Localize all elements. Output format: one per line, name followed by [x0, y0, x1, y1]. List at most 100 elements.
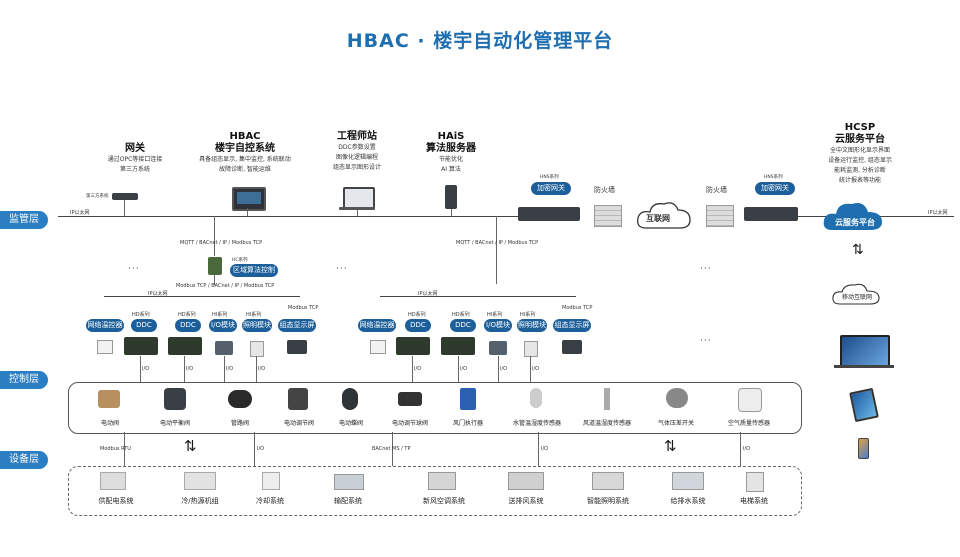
bus-line: [392, 432, 393, 466]
device-label: 水管温湿度传感器: [512, 420, 561, 427]
control-bus-left: [104, 296, 300, 297]
subsystem-label: 给排水系统: [670, 497, 706, 505]
io-label: I/O: [257, 446, 265, 452]
modbus-bacnet-label: Modbus TCP / BACnet / IP / Modbus TCP: [176, 283, 275, 289]
io-label: I/O: [460, 366, 468, 372]
modbus-rtu-label: Modbus RTU: [100, 446, 131, 452]
subsystem-label: 冷/热源机组: [181, 497, 219, 505]
water-system-icon: [672, 472, 704, 490]
display-screen-badge: 组态显示屏: [278, 319, 316, 332]
ip-ethernet-label: IP以太网: [928, 210, 948, 216]
bidirectional-arrow-icon: ⇅: [852, 242, 864, 258]
firewall-icon: [594, 205, 622, 227]
layer-tab-device: 设备层: [0, 451, 48, 469]
pump-icon: [334, 474, 364, 490]
system-desc-line: 全中文图形化显示界面: [829, 147, 890, 154]
ip-ethernet-label: IP以太网: [148, 291, 168, 297]
io-label: I/O: [532, 366, 540, 372]
device-label: 风门执行器: [452, 420, 483, 427]
device-label: 电动平衡阀: [159, 420, 190, 427]
protocol-label: MQTT / BACnet / IP / Modbus TCP: [180, 240, 263, 246]
controller-sub-label: HI系列: [487, 312, 503, 318]
ball-valve-icon: [398, 392, 422, 406]
ellipsis: ···: [700, 264, 712, 274]
device-label: 电动调节球阀: [391, 420, 428, 427]
server-icon: [445, 185, 457, 209]
system-desc-line: 具备组态显示, 集中监控, 系统联动: [199, 156, 291, 163]
controller-sub-label: HD系列: [452, 312, 470, 318]
field-device-frame: [68, 382, 802, 434]
laptop-icon: [840, 335, 890, 367]
system-title-2: 云服务平台: [835, 134, 885, 145]
ddc-badge: DDC: [405, 319, 431, 332]
system-hbac: HBAC 楼宇自控系统 具备组态显示, 集中监控, 系统联动 故障诊断, 智能运…: [195, 131, 295, 175]
balance-valve-icon: [164, 388, 186, 410]
hbac-link: [247, 208, 248, 216]
area-controller-badge: 区域算法控制器: [230, 264, 278, 287]
system-title-2: 楼宇自控系统: [215, 143, 275, 154]
cloud-platform-label: 云服务平台: [835, 218, 875, 227]
third-party-label: 第三方系统: [86, 194, 109, 199]
io-label: I/O: [258, 366, 266, 372]
bidirectional-arrow-icon: ⇅: [664, 437, 677, 455]
control-bus-right: [380, 296, 576, 297]
mobile-internet-label: 移动互联网: [841, 294, 872, 301]
ddc-controller-icon: [441, 337, 475, 355]
io-label: I/O: [500, 366, 508, 372]
laptop-base: [834, 365, 894, 368]
subsystem-label: 送排风系统: [508, 497, 544, 505]
io-module-badge: I/O模块: [484, 319, 512, 332]
io-line: [530, 356, 531, 382]
ddc-badge: DDC: [450, 319, 476, 332]
page-title: HBAC · 楼宇自动化管理平台: [346, 30, 614, 52]
system-desc-line: 第三方系统: [119, 166, 150, 173]
bus-line: [254, 432, 255, 466]
butterfly-valve-icon: [342, 388, 358, 410]
io-line: [412, 356, 413, 382]
bidirectional-arrow-icon: ⇅: [184, 437, 197, 455]
subsystem-label: 新风空调系统: [423, 497, 465, 505]
thermostat-badge: 网络温控器: [86, 319, 124, 332]
layer-tab-monitor: 监管层: [0, 211, 48, 229]
thermostat-icon: [370, 340, 386, 354]
system-desc-line: 通过OPC等接口连接: [107, 156, 163, 163]
subsystem-label: 冷却系统: [256, 497, 284, 505]
system-desc-line: 节能优化: [438, 156, 463, 163]
io-line: [140, 356, 141, 382]
io-module-icon: [489, 341, 507, 355]
system-gateway: 网关 通过OPC等接口连接 第三方系统: [90, 143, 180, 175]
encrypt-gateway-badge: 加密网关: [755, 182, 795, 195]
system-hcsp: HCSP 云服务平台 全中文图形化显示界面 设备运行监控, 组态显示 能耗监测,…: [808, 122, 912, 186]
system-title: 网关: [125, 143, 145, 154]
firewall-icon: [706, 205, 734, 227]
ellipsis: ···: [700, 336, 712, 346]
system-desc-line: 图像化逻辑编程: [335, 154, 378, 161]
bus-line: [124, 432, 125, 466]
ellipsis: ···: [128, 264, 140, 274]
encrypt-gateway-badge: 加密网关: [531, 182, 571, 195]
duct-sensor-icon: [604, 388, 610, 410]
controller-sub-label: Modbus TCP: [288, 305, 319, 311]
system-desc-line: 设备运行监控, 组态显示: [828, 157, 892, 164]
io-label: I/O: [414, 366, 422, 372]
engineer-link: [357, 210, 358, 216]
internet-cloud-icon: [637, 202, 691, 229]
power-system-icon: [100, 472, 126, 490]
layer-tab-control: 控制层: [0, 371, 48, 389]
hns-series-label: HNS系列: [764, 175, 783, 180]
phone-icon: [858, 438, 869, 459]
lighting-module-icon: [250, 341, 264, 357]
ip-ethernet-label: IP以太网: [418, 291, 438, 297]
system-title: HCSP: [844, 122, 876, 133]
controller-sub-label: HI系列: [246, 312, 262, 318]
device-label: 管路阀: [230, 420, 249, 427]
lighting-system-icon: [592, 472, 624, 490]
bus-line: [538, 432, 539, 466]
system-desc-line: 组态显示图形设计: [332, 164, 381, 171]
lighting-module-badge: 照明模块: [517, 319, 547, 332]
system-engineer-station: 工程师站 DDC参数设置 图像化逻辑编程 组态显示图形设计: [312, 131, 402, 173]
ddc-badge: DDC: [175, 319, 201, 332]
firewall-label: 防火墙: [706, 186, 727, 194]
io-line: [498, 356, 499, 382]
display-screen-icon: [562, 340, 582, 354]
